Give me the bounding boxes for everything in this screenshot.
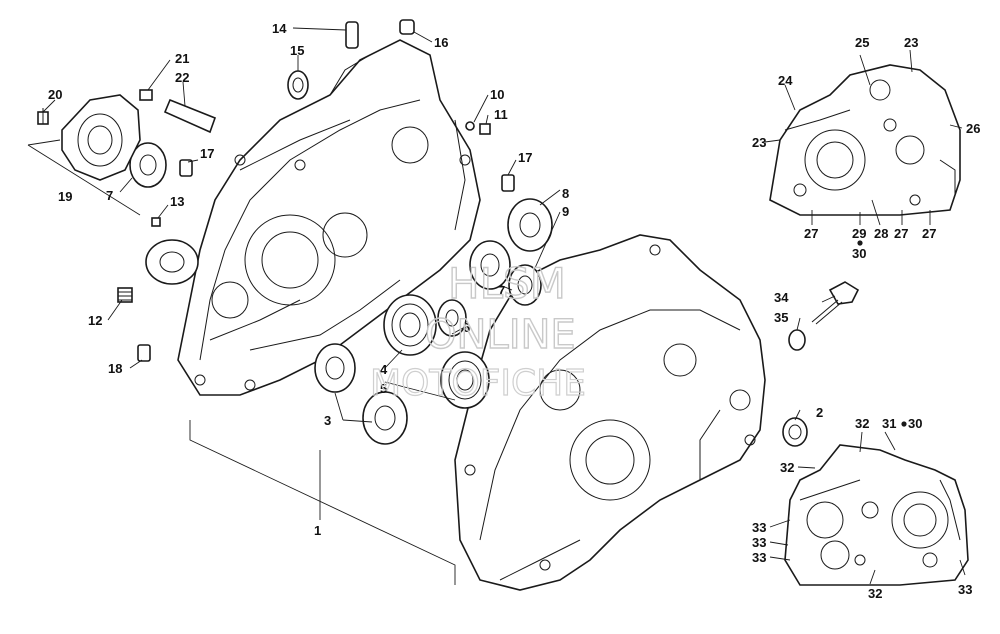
callout-28: 28 <box>874 226 888 241</box>
watermark-line-3: MOTOFICHE <box>370 363 586 404</box>
callout-33-a: 33 <box>752 520 766 535</box>
dowel-18 <box>137 344 151 362</box>
callout-12: 12 <box>88 313 102 328</box>
callout-2: 2 <box>816 405 823 420</box>
callout-27-a: 27 <box>804 226 818 241</box>
callout-33-d: 33 <box>958 582 972 597</box>
callout-7-left: 7 <box>106 188 113 203</box>
callout-22: 22 <box>175 70 189 85</box>
plug-16 <box>399 19 415 35</box>
dipstick-34 <box>811 281 860 325</box>
inset-left-half-view <box>784 444 969 586</box>
callout-17-left: 17 <box>200 146 214 161</box>
watermark-line-1: HLSM <box>448 259 566 308</box>
callout-9: 9 <box>562 204 569 219</box>
oil-seal-2 <box>782 417 808 447</box>
dowel-17-right <box>501 174 515 192</box>
callout-6: 6 <box>463 320 470 335</box>
callout-33-c: 33 <box>752 550 766 565</box>
leader-lines <box>27 27 966 585</box>
bearing-9 <box>508 264 542 306</box>
callout-25: 25 <box>855 35 869 50</box>
callout-20: 20 <box>48 87 62 102</box>
pin-14 <box>345 21 359 49</box>
watermark: HLSM ONLINE MOTOFICHE <box>369 258 586 404</box>
screw-13 <box>151 217 161 227</box>
callout-17-right: 17 <box>518 150 532 165</box>
dowel-17-left <box>179 159 193 177</box>
callout-labels: 1 2 3 4 5 6 7 7 8 9 10 11 12 13 14 15 16… <box>48 21 980 601</box>
callout-18: 18 <box>108 361 122 376</box>
bolt-21 <box>139 89 153 101</box>
callout-3: 3 <box>324 413 331 428</box>
callout-23-left: 23 <box>752 135 766 150</box>
callout-32-bottom: 32 <box>868 586 882 601</box>
callout-5: 5 <box>380 381 387 396</box>
callout-14: 14 <box>272 21 287 36</box>
oil-pump-cover <box>145 239 199 285</box>
callout-15: 15 <box>290 43 304 58</box>
callout-24: 24 <box>778 73 793 88</box>
callout-32-top: 32 <box>855 416 869 431</box>
spring-12 <box>117 287 133 303</box>
callout-29: 29 <box>852 226 866 241</box>
oil-seal-15 <box>287 70 309 100</box>
callout-27-b: 27 <box>894 226 908 241</box>
pin-22 <box>163 98 217 134</box>
callout-35: 35 <box>774 310 788 325</box>
bearing-6 <box>437 299 467 337</box>
bullet-dot-31 <box>901 421 907 427</box>
bullet-dot-30a <box>857 240 863 246</box>
callout-27-c: 27 <box>922 226 936 241</box>
bearing-7-right <box>469 240 511 290</box>
callout-30-top: 30 <box>852 246 866 261</box>
callout-34: 34 <box>774 290 789 305</box>
callout-11: 11 <box>494 107 508 122</box>
callout-7-right: 7 <box>498 283 505 298</box>
left-crankcase-half <box>177 39 481 396</box>
callout-32-left: 32 <box>780 460 794 475</box>
callout-8: 8 <box>562 186 569 201</box>
callout-4: 4 <box>380 362 388 377</box>
bearing-8 <box>507 198 553 252</box>
callout-26: 26 <box>966 121 980 136</box>
callout-10: 10 <box>490 87 504 102</box>
watermark-line-2: ONLINE <box>425 312 576 358</box>
callout-21: 21 <box>175 51 189 66</box>
right-crankcase-half <box>454 234 766 591</box>
bearing-5 <box>440 351 490 409</box>
bearing-3 <box>362 391 408 445</box>
callout-33-b: 33 <box>752 535 766 550</box>
bolt-11 <box>479 123 491 135</box>
callout-31: 31 <box>882 416 896 431</box>
bearing-7-left <box>129 142 167 188</box>
housing-19 <box>61 94 141 181</box>
callout-1: 1 <box>314 523 321 538</box>
washer-10 <box>465 121 475 131</box>
bearing-3-upper <box>314 343 356 393</box>
o-ring-35 <box>788 329 806 351</box>
callout-19: 19 <box>58 189 72 204</box>
bolt-20 <box>37 108 49 125</box>
bearing-4 <box>383 294 437 356</box>
callout-30-bottom: 30 <box>908 416 922 431</box>
inset-right-half-view <box>769 64 961 216</box>
callout-23-top: 23 <box>904 35 918 50</box>
callout-13: 13 <box>170 194 184 209</box>
callout-16: 16 <box>434 35 448 50</box>
